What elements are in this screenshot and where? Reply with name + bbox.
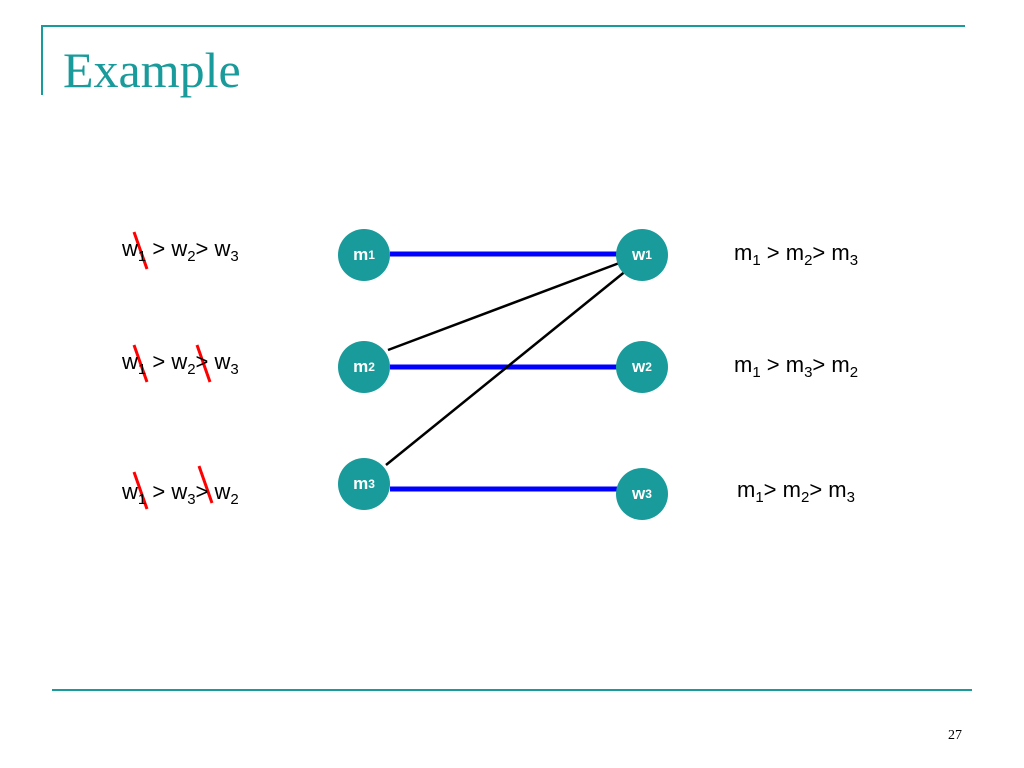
node-label: w [632,484,646,503]
node-label: m [353,245,369,264]
pref-item: m [831,352,850,377]
pref-item-sub: 3 [846,489,855,506]
pref-item-sub: 3 [849,252,859,269]
pref-separator: > [195,236,215,261]
pref-item-sub: 2 [800,489,810,506]
strike-mark-row1-w1 [132,231,149,270]
pref-item: w [171,479,188,504]
pref-list-w3: m1> m2> m3 [737,477,855,506]
node-label: w [632,357,646,376]
pref-item: m [782,477,801,502]
pref-list-w1: m1 > m2> m3 [734,240,859,269]
node-label: m [353,474,369,493]
title-frame-vertical-line [41,25,43,95]
pref-list-m1: w1 > w2> w3 [122,236,239,265]
pref-item: m [785,352,805,377]
page-number: 27 [948,728,962,743]
pref-item-sub: 3 [804,364,813,381]
pref-edge-m2-w1 [387,260,623,352]
pref-item: w [171,236,188,261]
pref-list-m2: w1 > w2> w3 [122,349,239,378]
pref-item-sub: 1 [137,361,147,378]
pref-item: m [831,240,850,265]
pref-item-sub: 1 [755,489,764,506]
pref-item: m [828,477,847,502]
pref-item: w [214,236,231,261]
pref-item-sub: 2 [230,491,239,508]
pref-separator: > [809,477,829,502]
pref-separator: > [195,479,215,504]
pref-item-sub: 2 [804,252,813,269]
pref-item: m [734,240,753,265]
pref-separator: > [760,240,786,265]
pref-item: w [122,479,138,504]
node-label: w [632,245,646,264]
title-frame-horizontal-line [41,25,965,27]
pref-list-m3: w1 > w3> w2 [122,479,239,508]
pref-edge-m3-w1 [385,269,628,466]
pref-separator: > [195,349,215,374]
pref-separator: > [763,477,783,502]
pref-item-sub: 1 [752,364,761,381]
pref-item: m [785,240,805,265]
footer-divider [52,689,972,691]
pref-item: w [122,349,138,374]
pref-separator: > [146,349,172,374]
pref-separator: > [146,236,172,261]
pref-item-sub: 2 [187,248,196,265]
pref-separator: > [146,479,172,504]
pref-item: w [214,479,231,504]
strike-mark-row2-w2 [195,344,212,383]
pref-item-sub: 1 [137,248,147,265]
pref-item-sub: 2 [187,361,196,378]
pref-separator: > [812,352,832,377]
slide-title: Example [63,42,241,98]
strike-mark-row3-w3 [197,465,214,504]
pref-item-sub: 3 [230,248,239,265]
strike-mark-row3-w1 [132,471,149,510]
strike-mark-row2-w1 [132,344,149,383]
pref-item: w [171,349,188,374]
pref-item-sub: 2 [849,364,859,381]
pref-item-sub: 1 [752,252,761,269]
pref-item: w [122,236,138,261]
pref-item-sub: 3 [230,361,239,378]
pref-item-sub: 3 [187,491,196,508]
pref-separator: > [760,352,786,377]
pref-item-sub: 1 [137,491,147,508]
pref-item: w [214,349,231,374]
pref-separator: > [812,240,832,265]
pref-item: m [737,477,756,502]
pref-list-w2: m1 > m3> m2 [734,352,859,381]
pref-item: m [734,352,753,377]
node-label: m [353,357,369,376]
